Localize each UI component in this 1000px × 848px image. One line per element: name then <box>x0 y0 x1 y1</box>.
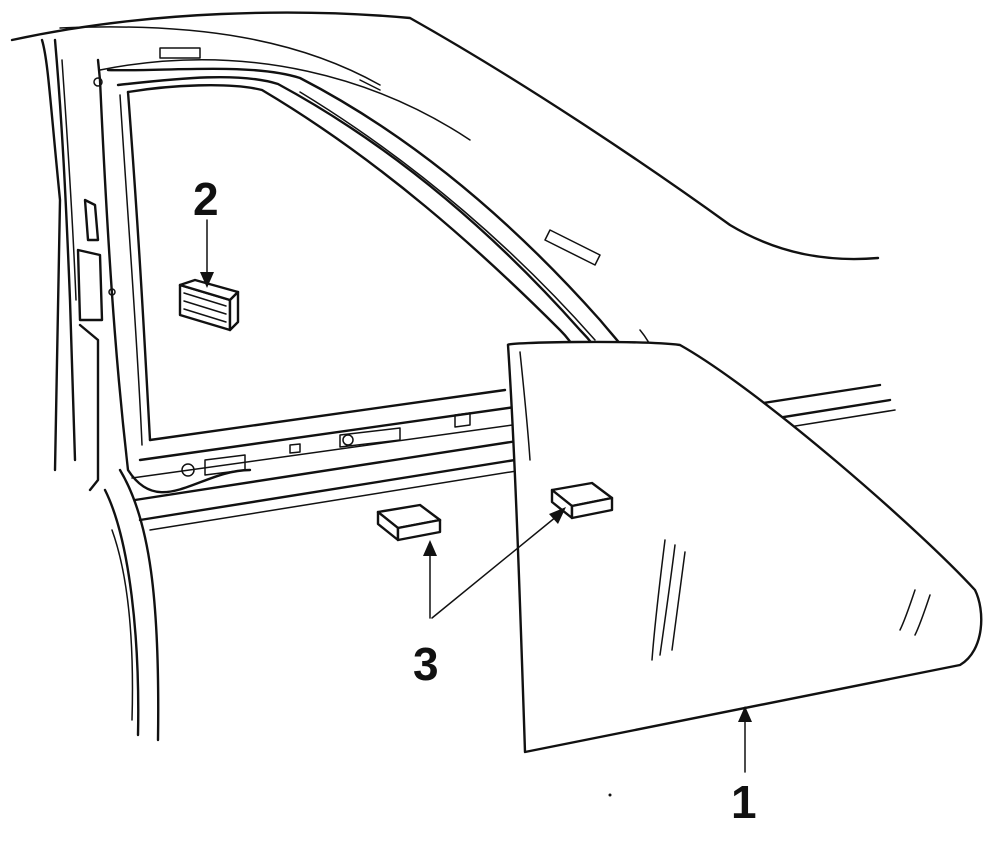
glass-mounting-block-left <box>376 503 442 542</box>
speck <box>608 793 612 797</box>
leader-line-3 <box>423 507 566 619</box>
roof-outline <box>10 11 880 266</box>
callout-3: 3 <box>413 638 439 690</box>
ventilator-vent <box>178 278 240 332</box>
leader-line-1 <box>738 706 752 773</box>
callout-1: 1 <box>731 776 757 828</box>
b-pillar <box>40 38 116 492</box>
leader-line-2 <box>200 219 214 288</box>
callout-2: 2 <box>193 173 219 225</box>
glass-mounting-block-right <box>550 481 614 520</box>
quarter-glass <box>506 340 983 754</box>
